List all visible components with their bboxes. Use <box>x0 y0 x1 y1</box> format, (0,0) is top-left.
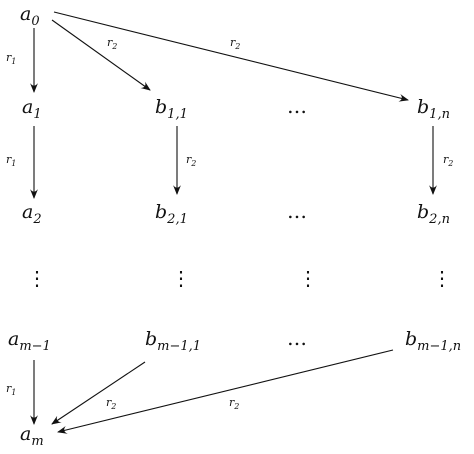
label-b11-b21: r2 <box>186 153 196 168</box>
arrow-a0-b1n <box>53 11 409 102</box>
node-a0: a0 <box>20 3 40 29</box>
node-am1: am−1 <box>8 328 51 354</box>
ellipsis-row-2: … <box>287 199 307 223</box>
ellipsis-row-1: … <box>287 94 307 118</box>
label-bm11-am: r2 <box>106 396 116 411</box>
arrow-a0-b11 <box>51 19 151 91</box>
node-b1n: b1,n <box>417 96 450 122</box>
vellipsis-col-a: ⋮ <box>27 266 47 290</box>
arrow-bm11-am <box>51 361 146 425</box>
node-b11: b1,1 <box>155 96 188 122</box>
vellipsis-col-dots: ⋮ <box>298 266 318 290</box>
vellipsis-col-bn: ⋮ <box>432 266 452 290</box>
node-bm11: bm−1,1 <box>145 328 201 354</box>
label-a0-b1n: r2 <box>230 36 240 51</box>
label-bm1n-am: r2 <box>229 396 239 411</box>
vellipsis-col-b1: ⋮ <box>171 266 191 290</box>
ellipsis-row-m1: … <box>287 326 307 350</box>
label-b1n-b2n: r2 <box>443 153 453 168</box>
label-a1-a2: r1 <box>6 153 16 168</box>
label-a0-a1: r1 <box>6 51 16 66</box>
node-bm1n: bm−1,n <box>405 328 461 354</box>
node-b2n: b2,n <box>417 201 450 227</box>
node-b21: b2,1 <box>155 201 188 227</box>
label-am1-am: r1 <box>6 382 16 397</box>
node-am: am <box>20 423 44 449</box>
node-a2: a2 <box>22 201 42 227</box>
label-a0-b11: r2 <box>107 36 117 51</box>
node-a1: a1 <box>22 96 42 122</box>
arrow-bm1n-am <box>57 349 394 434</box>
